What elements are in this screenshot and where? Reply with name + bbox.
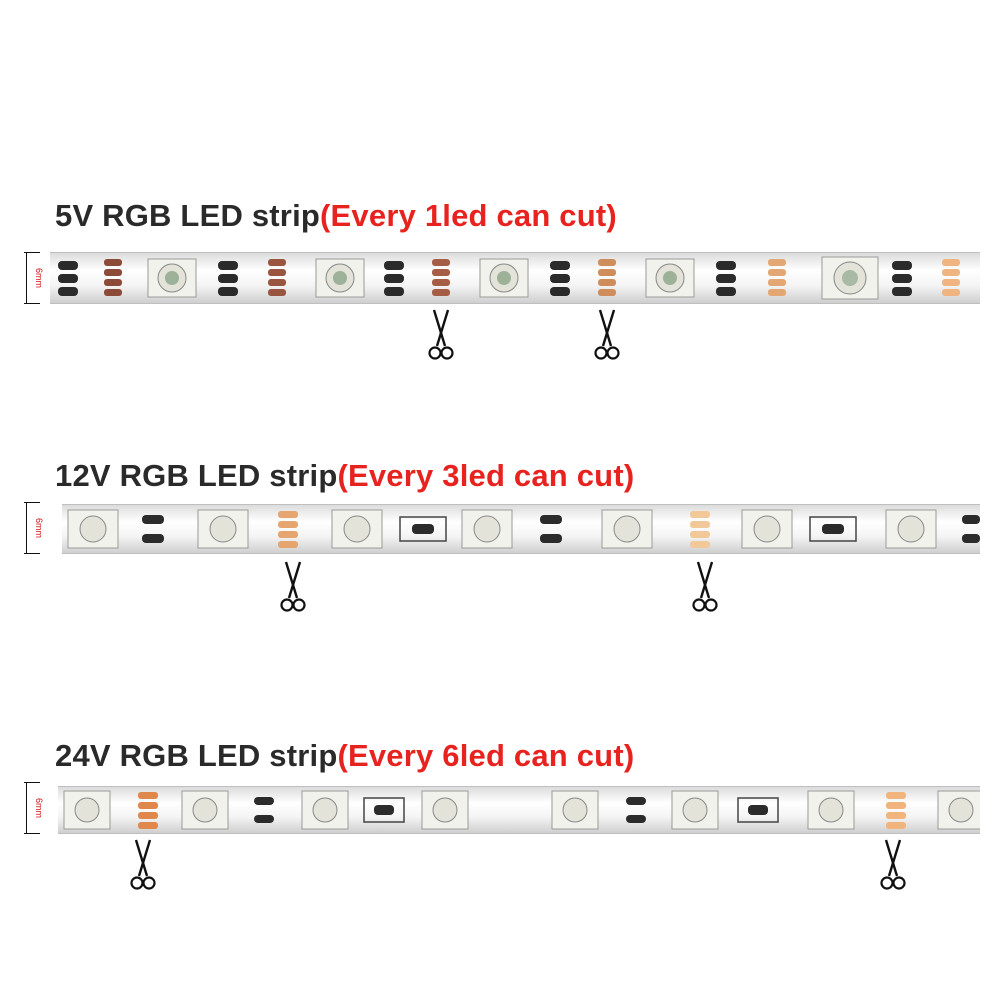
led-chip: [821, 256, 879, 300]
copper-pads: [278, 511, 298, 548]
resistor-group: [58, 261, 912, 296]
width-indicator: 6mm: [24, 252, 44, 304]
scissors-icon: [692, 560, 718, 614]
width-indicator: 6mm: [24, 782, 44, 834]
led-strip-24v: [58, 786, 980, 834]
led-chip: [315, 258, 365, 298]
copper-pads: [104, 259, 960, 296]
led-chip: [479, 258, 529, 298]
scissors-icon: [428, 308, 454, 362]
copper-pads: [138, 792, 158, 829]
title-main: 5V RGB LED strip: [55, 198, 321, 233]
led-strip-12v: [62, 504, 980, 554]
strip-title-5v: 5V RGB LED strip(Every 1led can cut): [55, 198, 617, 234]
strip-section-12v: 12V RGB LED strip(Every 3led can cut) 6m…: [0, 450, 1000, 650]
strip-section-24v: 24V RGB LED strip(Every 6led can cut) 6m…: [0, 730, 1000, 930]
width-label: 6mm: [34, 518, 44, 538]
scissors-icon: [594, 308, 620, 362]
width-label: 6mm: [34, 268, 44, 288]
resistor-group: [254, 797, 768, 823]
width-label: 6mm: [34, 798, 44, 818]
led-chip: [147, 258, 197, 298]
title-note: (Every 6led can cut): [337, 738, 635, 773]
strip-section-5v: 5V RGB LED strip(Every 1led can cut) 6mm: [0, 190, 1000, 390]
scissors-icon: [280, 560, 306, 614]
resistor-group: [142, 515, 980, 543]
title-main: 12V RGB LED strip: [55, 458, 338, 493]
led-strip-5v: [50, 252, 980, 304]
led-chip: [645, 258, 695, 298]
title-note: (Every 1led can cut): [320, 198, 617, 233]
scissors-icon: [130, 838, 156, 892]
title-main: 24V RGB LED strip: [55, 738, 338, 773]
width-indicator: 6mm: [24, 502, 44, 554]
strip-title-12v: 12V RGB LED strip(Every 3led can cut): [55, 458, 634, 494]
scissors-icon: [880, 838, 906, 892]
strip-title-24v: 24V RGB LED strip(Every 6led can cut): [55, 738, 634, 774]
title-note: (Every 3led can cut): [337, 458, 635, 493]
led-chips: [67, 509, 937, 549]
